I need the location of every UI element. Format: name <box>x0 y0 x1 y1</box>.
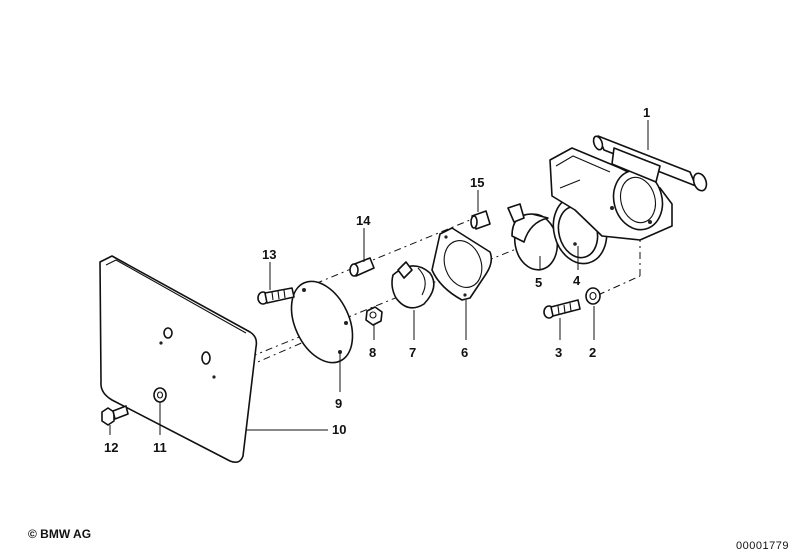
screw-13 <box>257 287 295 305</box>
callout-15: 15 <box>470 175 484 190</box>
callout-13: 13 <box>262 247 276 262</box>
callout-14: 14 <box>356 213 371 228</box>
nut-8 <box>365 306 383 326</box>
callout-7: 7 <box>409 345 416 360</box>
washer-11 <box>153 387 167 403</box>
callout-9: 9 <box>335 396 342 411</box>
callout-2: 2 <box>589 345 596 360</box>
housing-1 <box>549 135 708 241</box>
callout-12: 12 <box>104 440 118 455</box>
round-plate <box>290 280 354 364</box>
gasket-6 <box>431 227 493 301</box>
callout-4: 4 <box>573 273 581 288</box>
copyright-notice: © BMW AG <box>28 527 92 541</box>
diagram-id: 00001779 <box>736 540 789 552</box>
callout-8: 8 <box>369 345 376 360</box>
callout-5: 5 <box>535 275 542 290</box>
callout-6: 6 <box>461 345 468 360</box>
callout-10: 10 <box>332 422 346 437</box>
sleeve-14 <box>349 257 375 277</box>
cover-plate <box>99 255 258 463</box>
cap-5 <box>507 203 559 271</box>
insert-7 <box>391 261 435 309</box>
callout-labels: 1 2 3 4 5 6 7 8 9 10 11 12 13 14 15 <box>104 105 650 455</box>
screw-3 <box>543 299 581 319</box>
callout-3: 3 <box>555 345 562 360</box>
callout-11: 11 <box>153 440 167 455</box>
callout-1: 1 <box>643 105 650 120</box>
washer-2 <box>585 287 601 305</box>
leader-lines <box>109 120 649 435</box>
bolt-12 <box>101 405 129 426</box>
sleeve-15 <box>470 210 491 230</box>
